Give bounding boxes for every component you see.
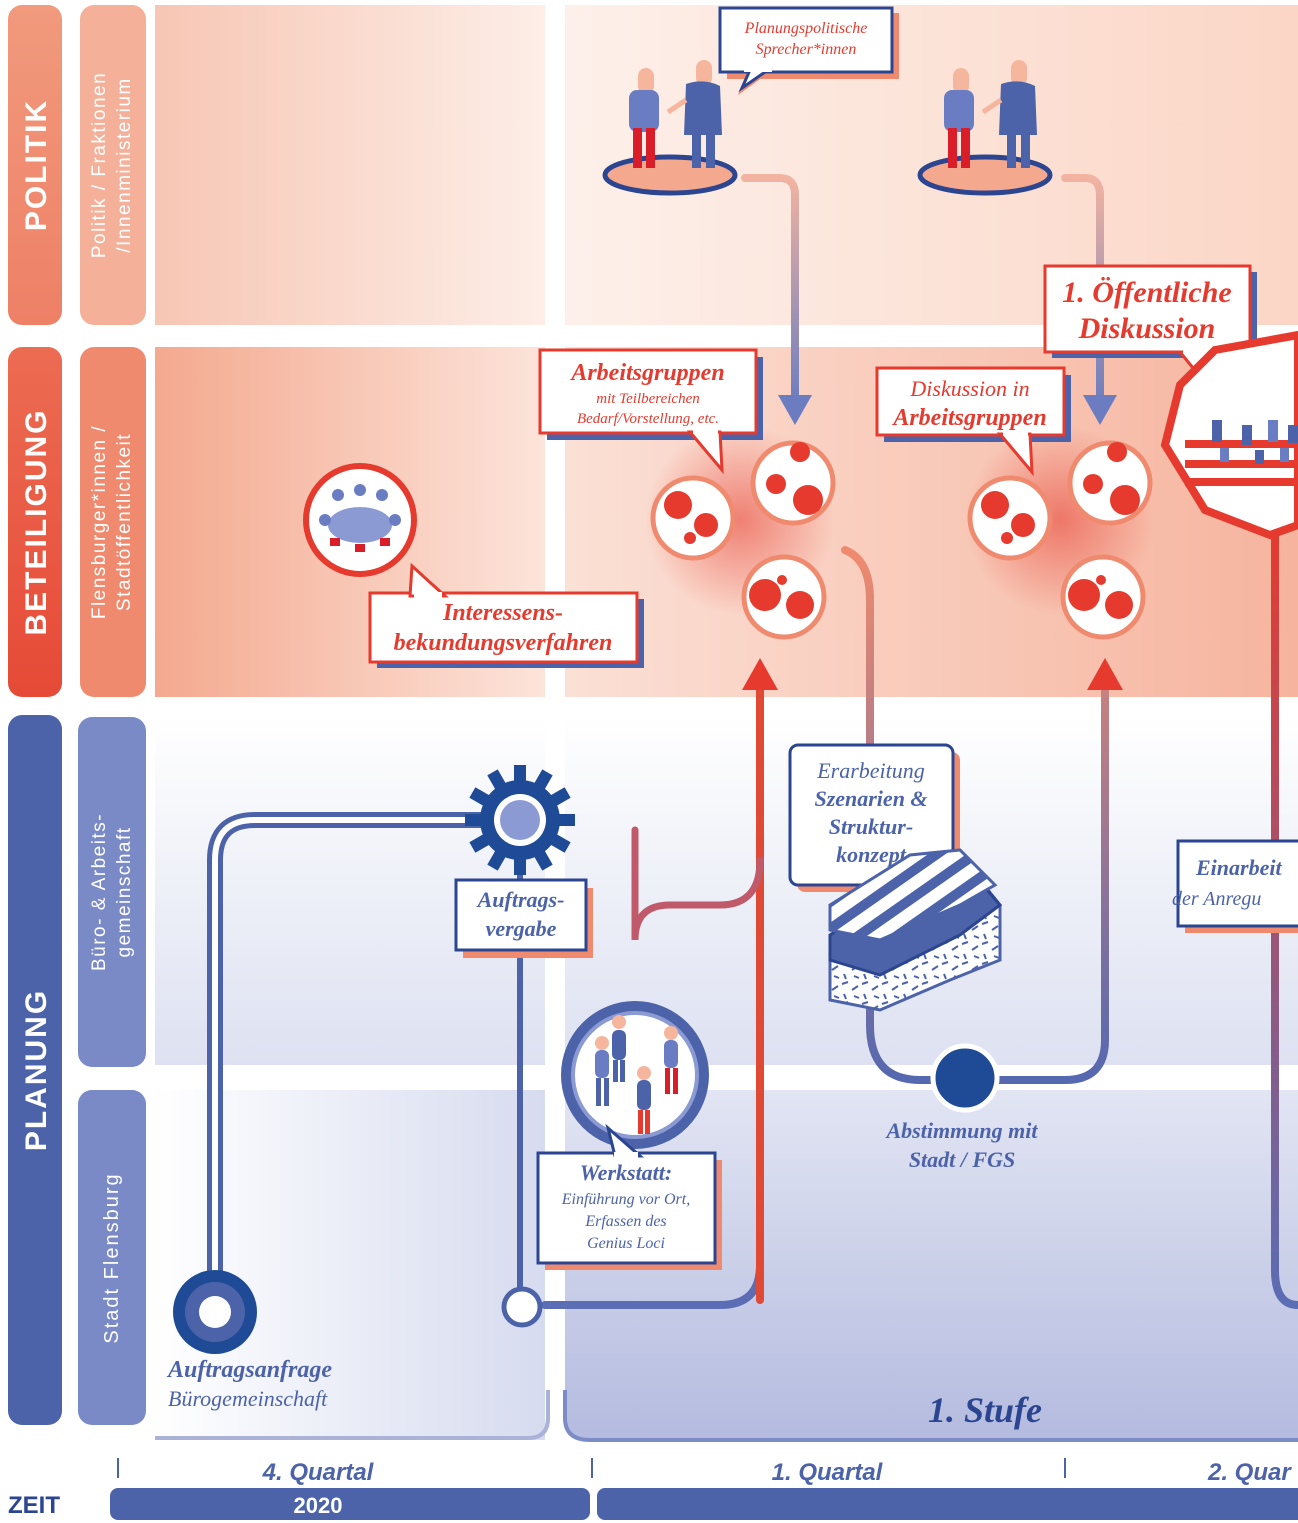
discussion-cluster-1	[645, 425, 836, 640]
interessens-line2: bekundungsverfahren	[394, 630, 613, 656]
speech-bubble-icon	[1067, 440, 1153, 526]
lane-sub-politik-1: Politik / Fraktionen	[89, 72, 110, 258]
callout-interessens: Interessens- bekundungsverfahren	[368, 562, 644, 668]
round-table-icon	[303, 463, 417, 577]
person-icon	[629, 68, 659, 168]
timeline: 4. Quartal 1. Quartal 2. Quar ZEIT 2020	[8, 1458, 1298, 1520]
diskussion-ag-line2: Arbeitsgruppen	[891, 405, 1046, 431]
werkstatt-sub2: Erfassen des	[584, 1213, 666, 1230]
politician-group-1	[602, 60, 738, 196]
public-assembly-icon	[1160, 330, 1298, 540]
werkstatt-title: Werkstatt:	[580, 1160, 672, 1185]
lane-sub-beteiligung-1: Flensburger*innen /	[89, 425, 110, 619]
small-node	[501, 1286, 543, 1328]
einarbeitung-line1: Einarbeit	[1195, 855, 1282, 880]
callout-erarbeitung: Erarbeitung Szenarien & Struktur- konzep…	[788, 743, 960, 915]
quarter-label-1: 1. Quartal	[772, 1459, 884, 1486]
einarbeitung-line2: der Anregu	[1172, 888, 1261, 910]
map-layers-icon	[828, 848, 1003, 1012]
flow-lines	[207, 174, 1298, 1318]
lane-label-politik: POLITIK Politik / Fraktionen /Innenminis…	[8, 5, 146, 325]
callout-arbeitsgruppen: Arbeitsgruppen mit Teilbereichen Bedarf/…	[538, 348, 763, 475]
werkstatt-sub3: Genius Loci	[587, 1235, 665, 1252]
abstimmung-line1: Abstimmung mit	[885, 1118, 1039, 1143]
lane-title-beteiligung: BETEILIGUNG	[20, 408, 53, 635]
lane-backgrounds	[155, 5, 1298, 1442]
callout-planungspolitische-line1: Planungspolitische	[744, 20, 868, 37]
discussion-cluster-2	[965, 425, 1155, 640]
erarbeitung-line3: Struktur-	[829, 814, 913, 839]
callout-planungspolitische: Planungspolitische Sprecher*innen	[718, 6, 899, 95]
abstimmung-line2: Stadt / FGS	[909, 1147, 1015, 1172]
lane-label-planung: PLANUNG Büro- & Arbeits- gemeinschaft St…	[8, 715, 146, 1425]
person-icon	[637, 1066, 651, 1134]
erarbeitung-line2: Szenarien &	[814, 786, 927, 811]
person-icon	[595, 1036, 609, 1106]
auftragsvergabe-line1: Auftrags-	[476, 887, 565, 912]
zeit-label: ZEIT	[8, 1492, 60, 1519]
callout-diskussion-ag: Diskussion in Arbeitsgruppen	[875, 366, 1071, 477]
speech-bubble-icon	[967, 475, 1053, 561]
lane-sub-buero-2: gemeinschaft	[114, 826, 135, 957]
politician-group-2	[917, 60, 1053, 196]
lane-sub-buero-1: Büro- & Arbeits-	[89, 813, 110, 971]
arrow-heads	[742, 395, 1123, 690]
speech-bubble-icon	[750, 440, 836, 526]
lane-sub-politik-2: /Innenministerium	[114, 77, 135, 252]
gear-icon	[465, 765, 575, 875]
auftragsvergabe-line2: vergabe	[486, 916, 557, 941]
person-icon	[666, 60, 722, 168]
auftragsanfrage-sub: Bürogemeinschaft	[168, 1386, 328, 1411]
quarter-label-4: 4. Quartal	[262, 1459, 375, 1486]
speech-bubble-icon	[741, 554, 827, 640]
erarbeitung-line1: Erarbeitung	[816, 758, 925, 783]
stufe-label: 1. Stufe	[928, 1390, 1042, 1430]
start-node: Auftragsanfrage Bürogemeinschaft	[166, 1270, 332, 1411]
person-icon	[944, 68, 974, 168]
speech-bubble-icon	[1060, 554, 1146, 640]
arbeitsgruppen-title: Arbeitsgruppen	[569, 360, 724, 386]
quarter-label-2: 2. Quar	[1207, 1459, 1292, 1486]
person-icon	[981, 60, 1037, 168]
diskussion-ag-line1: Diskussion in	[909, 376, 1029, 401]
lane-title-planung: PLANUNG	[20, 989, 53, 1151]
person-icon	[664, 1026, 678, 1094]
callout-einarbeitung: Einarbeit der Anregu	[1172, 839, 1298, 933]
oeffentliche-line1: 1. Öffentliche	[1062, 276, 1231, 309]
lane-sub-stadt: Stadt Flensburg	[101, 1172, 123, 1343]
callout-oeffentliche-diskussion: 1. Öffentliche Diskussion	[1043, 264, 1257, 400]
lane-sub-beteiligung-2: Stadtöffentlichkeit	[114, 433, 135, 611]
abstimmung-node: Abstimmung mit Stadt / FGS	[885, 1043, 1039, 1172]
callout-auftragsvergabe: Auftrags- vergabe	[454, 878, 593, 958]
interessens-line1: Interessens-	[442, 600, 563, 626]
speech-bubble-icon	[650, 475, 736, 561]
lane-label-beteiligung: BETEILIGUNG Flensburger*innen / Stadtöff…	[8, 347, 146, 697]
arbeitsgruppen-sub1: mit Teilbereichen	[596, 391, 699, 407]
callout-werkstatt: Werkstatt: Einführung vor Ort, Erfassen …	[536, 1123, 722, 1270]
callout-planungspolitische-line2: Sprecher*innen	[756, 41, 857, 58]
lane-title-politik: POLITIK	[20, 99, 53, 231]
arbeitsgruppen-sub2: Bedarf/Vorstellung, etc.	[577, 411, 719, 427]
oeffentliche-line2: Diskussion	[1078, 312, 1216, 345]
year-label: 2020	[294, 1493, 343, 1518]
auftragsanfrage-title: Auftragsanfrage	[166, 1357, 332, 1383]
person-icon	[612, 1015, 626, 1082]
workshop-icon	[561, 1001, 709, 1149]
werkstatt-sub1: Einführung vor Ort,	[561, 1191, 690, 1208]
